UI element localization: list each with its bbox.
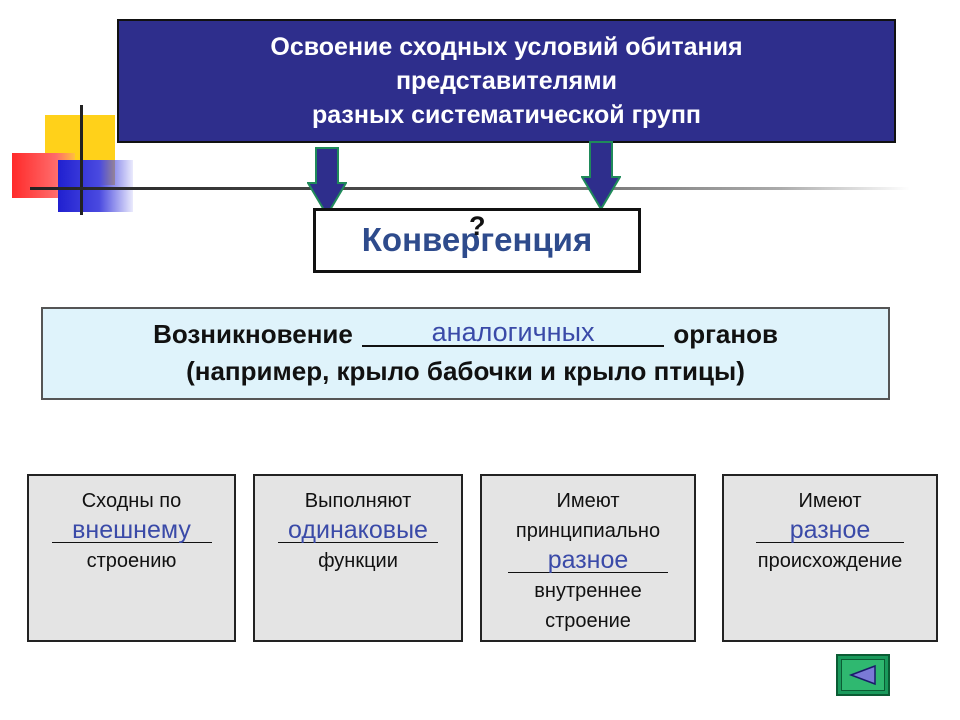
card-3-before-1: Имеют <box>556 490 620 512</box>
down-arrow-right-icon <box>581 141 621 211</box>
statement-line-2: (например, крыло бабочки и крыло птицы) <box>186 356 745 386</box>
card-4-after: происхождение <box>757 550 903 572</box>
card-internal-structure: Имеют принципиально разное внутреннее ст… <box>480 474 696 642</box>
card-2-blank: одинаковые <box>278 516 438 546</box>
down-arrow-left-icon <box>307 147 347 217</box>
convergence-label: Конвергенция <box>361 221 593 258</box>
card-4-blank: разное <box>756 516 904 546</box>
title-line-2: представителями <box>395 67 618 95</box>
back-button[interactable] <box>836 654 890 696</box>
card-3-blank: разное <box>508 546 668 576</box>
decor-horizontal-line <box>30 187 910 190</box>
card-3-after-1: внутреннее <box>534 580 642 602</box>
card-1-after: строению <box>86 550 177 572</box>
title-line-3: разных систематической групп <box>311 101 702 129</box>
card-functions: Выполняют одинаковые функции <box>253 474 463 642</box>
blank-underline <box>362 345 665 347</box>
statement-suffix: органов <box>673 319 778 349</box>
statement-prefix: Возникновение <box>153 319 353 349</box>
card-4-answer: разное <box>789 516 871 544</box>
decor-vertical-line <box>80 105 83 215</box>
convergence-box: Конвергенция ? <box>313 208 641 273</box>
decor-blue-square <box>58 160 133 212</box>
statement-answer: аналогичных <box>431 317 595 347</box>
slide-title-box: Освоение сходных условий обитания предст… <box>117 19 896 143</box>
statement-line-1: Возникновение аналогичных органов <box>43 317 888 350</box>
card-1-blank: внешнему <box>51 516 212 546</box>
statement-box: Возникновение аналогичных органов (напри… <box>41 307 890 400</box>
card-1-answer: внешнему <box>72 516 191 544</box>
card-origin: Имеют разное происхождение <box>722 474 938 642</box>
back-triangle-icon <box>848 664 876 686</box>
card-appearance: Сходны по внешнему строению <box>27 474 236 642</box>
card-3-before-2: принципиально <box>515 520 661 542</box>
card-3-after-2: строение <box>545 610 631 632</box>
card-3-answer: разное <box>547 546 629 574</box>
card-2-after: функции <box>318 550 398 572</box>
card-1-before: Сходны по <box>81 490 182 512</box>
question-mark: ? <box>469 211 486 241</box>
card-2-answer: одинаковые <box>288 516 428 544</box>
card-4-before: Имеют <box>798 490 862 512</box>
statement-blank: аналогичных <box>360 317 666 349</box>
title-line-1: Освоение сходных условий обитания <box>270 33 743 61</box>
card-2-before: Выполняют <box>304 490 412 512</box>
